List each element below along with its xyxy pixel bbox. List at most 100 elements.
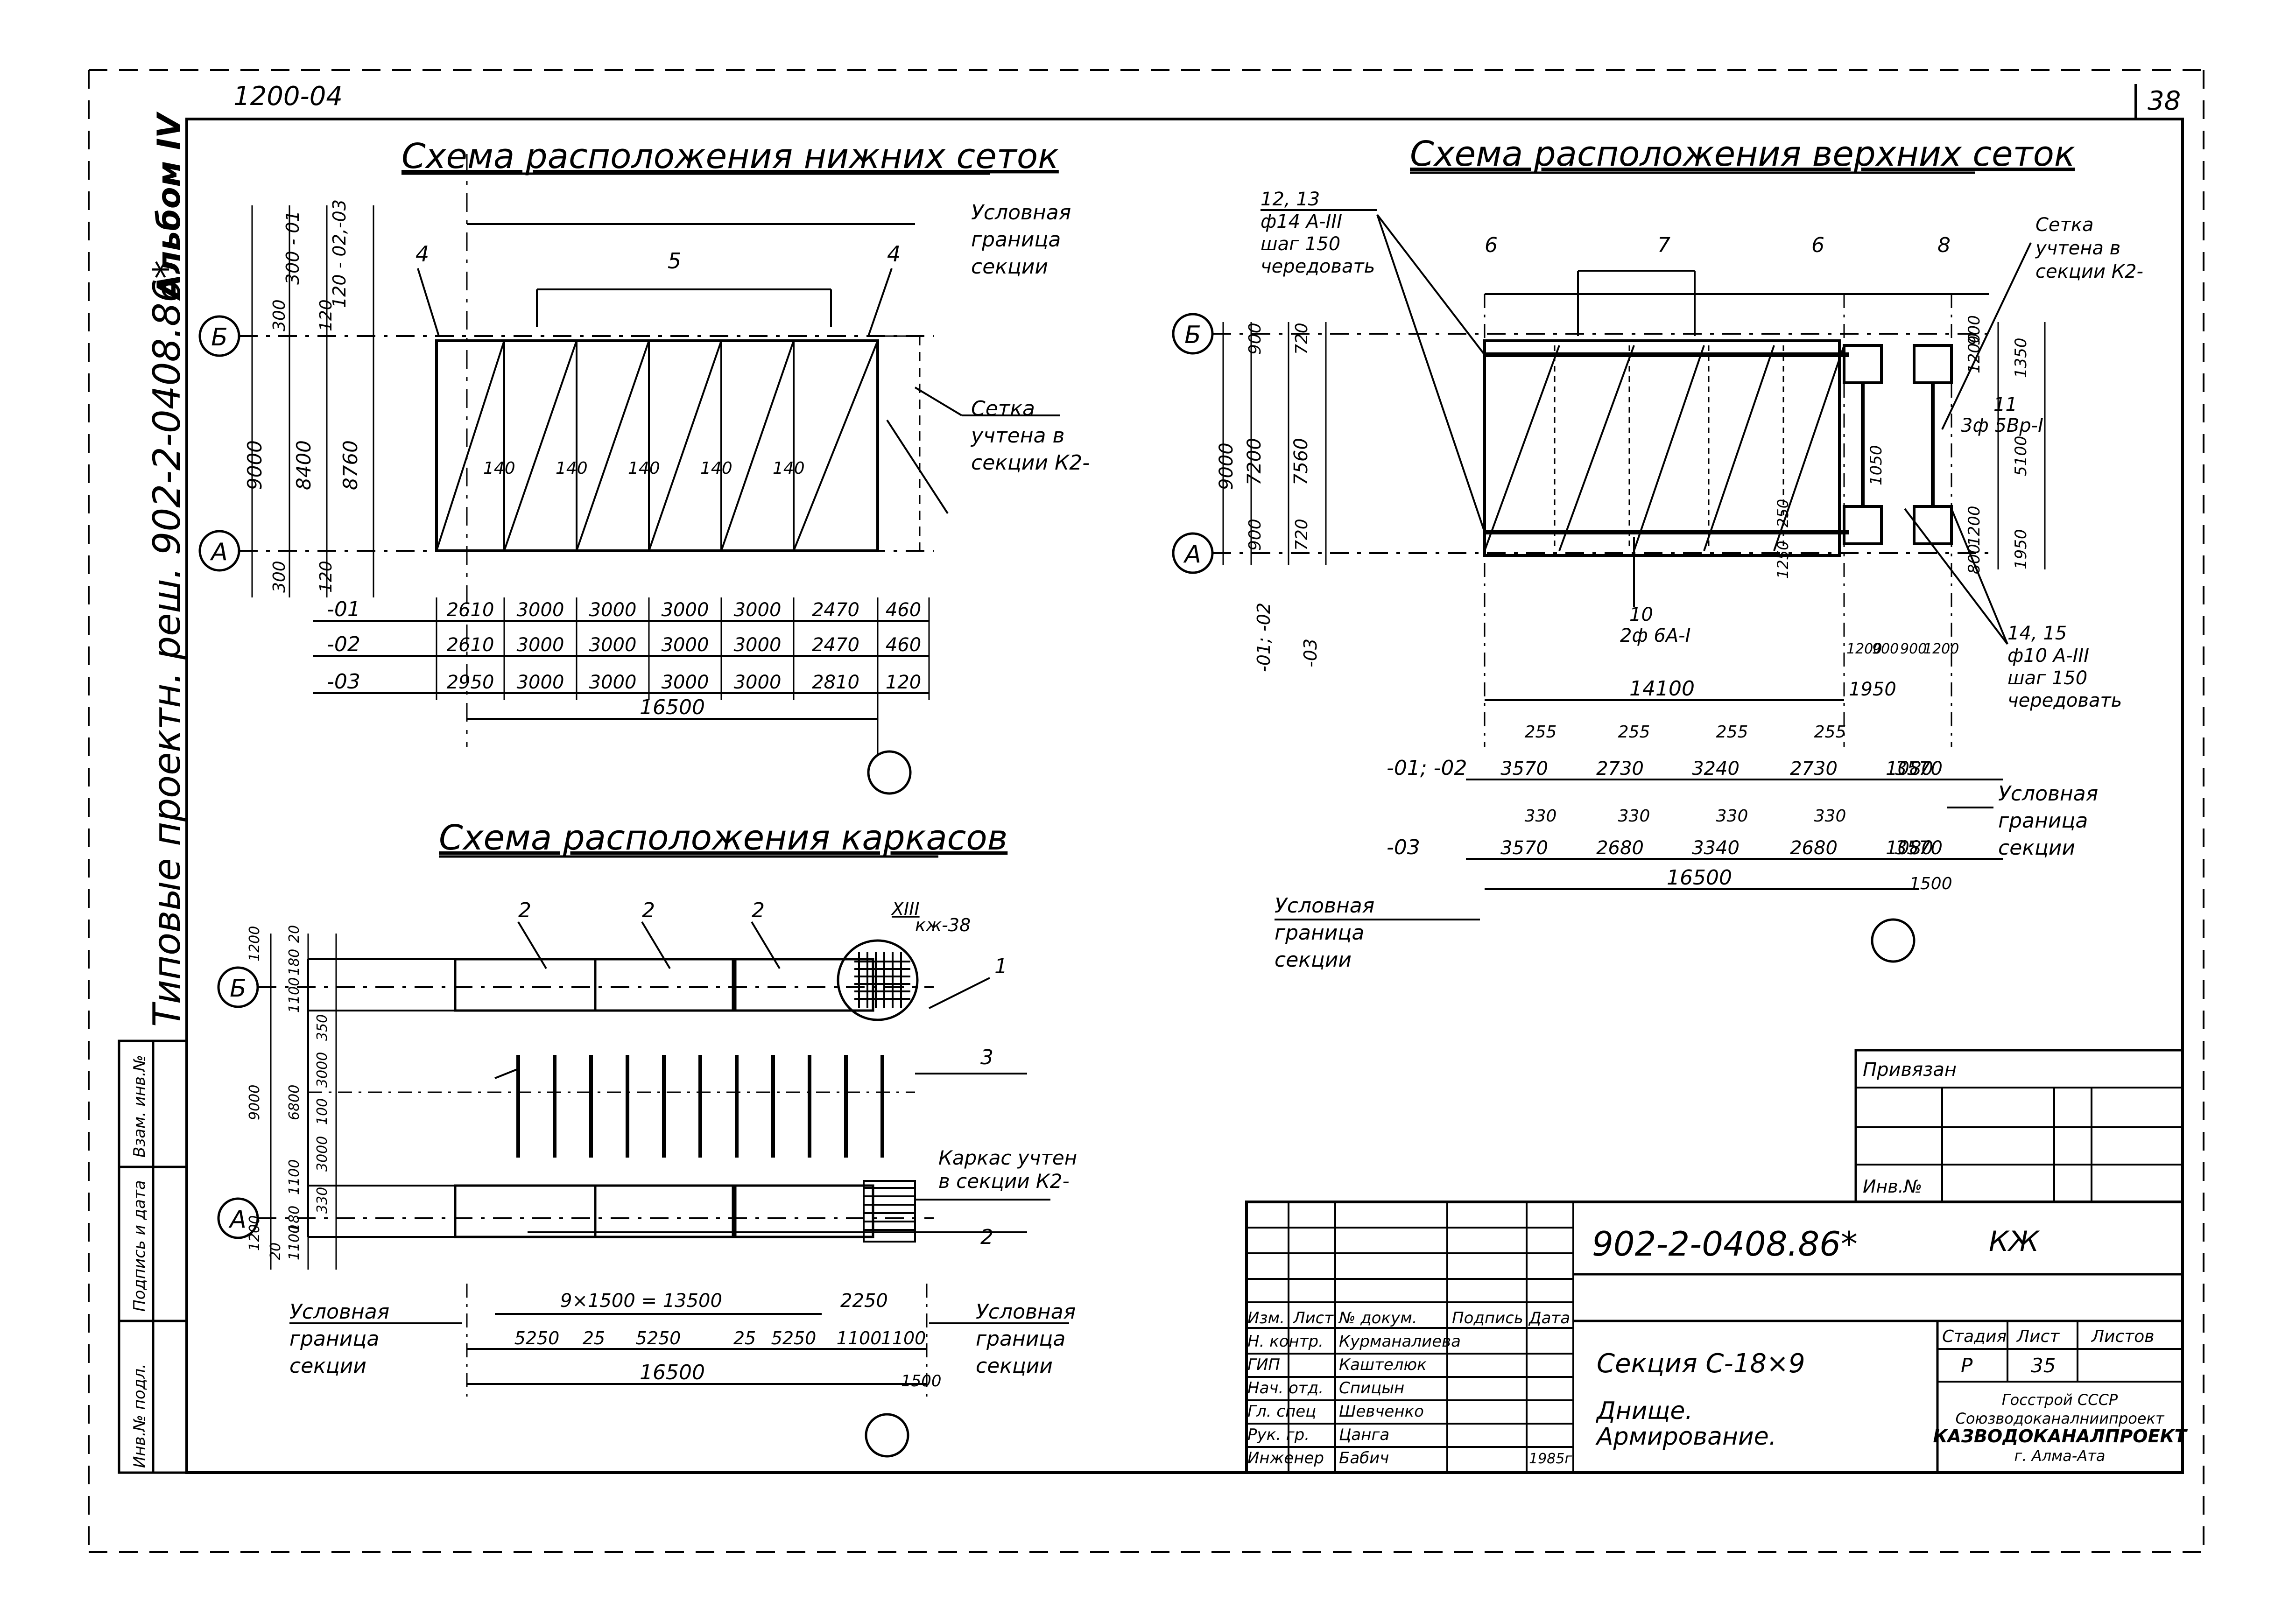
f-ldim-7: 3000 — [314, 1052, 331, 1088]
leader — [867, 268, 893, 337]
lower-mark-1: 5 — [668, 248, 681, 274]
leader — [1376, 214, 1486, 356]
lower-mark-0: 4 — [416, 241, 429, 267]
f-row-1: 25 — [583, 1328, 605, 1348]
u-boundary-left-1: граница — [1275, 921, 1364, 945]
u-rdim-0: 1200 — [1965, 333, 1984, 373]
f-boundary-right-0: Условная — [976, 1300, 1076, 1324]
overlap-2: 140 — [628, 459, 660, 478]
tb-col-2: № докум. — [1338, 1309, 1417, 1327]
tb-role-4: Рук. гр. — [1247, 1425, 1310, 1444]
lower-boundary-2: секции — [971, 255, 1048, 279]
u-row_01_02-lap0: 255 — [1525, 723, 1557, 742]
tb-name-3: Шевченко — [1339, 1402, 1424, 1421]
u-callout2-3: чередовать — [2007, 690, 2122, 711]
tb-subject-0: Днище. — [1596, 1397, 1693, 1425]
lower-row-label-1: -02 — [327, 632, 360, 656]
lower-row-1-4: 3000 — [734, 634, 782, 656]
u-callout1-1: ф14 А-III — [1261, 211, 1342, 232]
tb-role-3: Гл. спец — [1247, 1402, 1316, 1421]
u-rdim-7: 1950 — [2012, 529, 2030, 569]
u-note-0: Сетка — [2035, 214, 2094, 236]
tb-col-3: Подпись — [1452, 1309, 1523, 1327]
f-2250: 2250 — [840, 1290, 888, 1312]
frame-box-bottom — [732, 1184, 874, 1238]
f-ldim-0: 1200 — [247, 926, 263, 962]
mesh-panel — [793, 340, 879, 552]
u-dim-7560: 7560 — [1290, 438, 1312, 485]
tb-org-3: г. Алма-Ата — [2014, 1447, 2106, 1465]
f-mark-2: 2 — [752, 899, 765, 922]
lower-row-0-3: 3000 — [662, 599, 709, 621]
tb-subject-1: Армирование. — [1595, 1423, 1776, 1451]
u-callout1-3: чередовать — [1261, 256, 1375, 277]
tb-name-5: Бабич — [1339, 1449, 1389, 1468]
lower-row-1-2: 3000 — [589, 634, 637, 656]
u-row_01_02-v2: 3240 — [1692, 758, 1740, 779]
u-row_01_02-v5: 1080 — [1886, 758, 1933, 779]
u-row_01_02-v0: 3570 — [1500, 758, 1548, 779]
f-dim-top: 9×1500 = 13500 — [560, 1290, 722, 1312]
f-ldim-14: 1100 — [286, 1225, 303, 1260]
u-dim-7200: 7200 — [1244, 438, 1265, 485]
u-small-3: 1200 — [1923, 641, 1959, 657]
node-bottom — [863, 1180, 916, 1243]
upper-mesh-title: Схема расположения верхних сеток — [1410, 134, 2075, 174]
u-rdim-5: 1200 — [1965, 506, 1984, 546]
lower-row-0-6: 460 — [886, 599, 921, 621]
u-total: 16500 — [1667, 866, 1732, 890]
u-boundary-left-2: секции — [1275, 948, 1352, 972]
tb-privyazan-label: Привязан — [1863, 1059, 1957, 1081]
f-ldim-5: 9000 — [247, 1085, 263, 1120]
lower-dim-300a: 300 — [270, 299, 289, 331]
f-ldim-4: 350 — [314, 1014, 331, 1041]
lower-row-2-5: 2810 — [812, 672, 859, 693]
mesh-diagonal — [436, 340, 505, 551]
lower-topdim-0: 300 - 01 — [282, 211, 303, 285]
lower-topdim-1: 120 - 02,-03 — [329, 199, 350, 308]
u-callout2-0: 14, 15 — [2007, 623, 2067, 644]
frame-tick — [494, 1068, 519, 1079]
tb-name-0: Курманалиева — [1339, 1332, 1461, 1351]
leader — [1951, 508, 2008, 645]
u-rdim-1: 900 — [1965, 315, 1984, 345]
f-ldim-9: 3000 — [314, 1136, 331, 1172]
f-axis-b-label: Б — [230, 975, 247, 1003]
mesh-diagonal — [1484, 345, 1560, 551]
f-note-1: в секции К2- — [938, 1170, 1070, 1193]
tb-col-0: Изм. — [1247, 1309, 1285, 1327]
u-row_03-lap3: 330 — [1814, 807, 1846, 826]
mesh-diagonal — [576, 340, 650, 551]
u-dim-900b: 900 — [1246, 519, 1265, 551]
u-row_01_02-v3: 2730 — [1790, 758, 1838, 779]
u-row_01_02-v4: 3570 — [1895, 758, 1943, 779]
overlap-1: 140 — [556, 459, 588, 478]
u-callout1-2: шаг 150 — [1261, 233, 1340, 255]
tb-stage-h: Стадия — [1942, 1327, 2007, 1346]
f-ldim-10: 1100 — [286, 1159, 303, 1195]
tb-col-1: Лист — [1292, 1309, 1334, 1327]
lower-row-2-6: 120 — [886, 672, 921, 693]
tb-mark: КЖ — [1989, 1225, 2040, 1258]
mesh-diagonal — [1703, 345, 1775, 551]
u-mark-2: 6 — [1811, 233, 1824, 257]
u-small-0: 1200 — [1846, 641, 1882, 657]
f-mark-1: 2 — [642, 899, 655, 922]
tb-role-2: Нач. отд. — [1247, 1379, 1324, 1397]
lower-mark-2: 4 — [887, 241, 901, 267]
u-row_03-lap1: 330 — [1618, 807, 1650, 826]
u-vert-1: -03 — [1300, 639, 1321, 667]
u-note-1: учтена в — [2035, 238, 2120, 259]
f-1500: 1500 — [901, 1372, 942, 1390]
lower-note-2: секции К2- — [971, 451, 1090, 475]
leader — [886, 419, 949, 514]
f-ldim-8: 100 — [314, 1098, 331, 1125]
u-1500: 1500 — [1909, 874, 1952, 893]
lower-row-1-3: 3000 — [662, 634, 709, 656]
u-vert-0: -01; -02 — [1254, 603, 1274, 672]
leader — [1941, 242, 2032, 430]
title-block — [1245, 1201, 2184, 1474]
f-ldim-11: 330 — [314, 1187, 331, 1214]
lower-boundary-1: граница — [971, 228, 1061, 252]
